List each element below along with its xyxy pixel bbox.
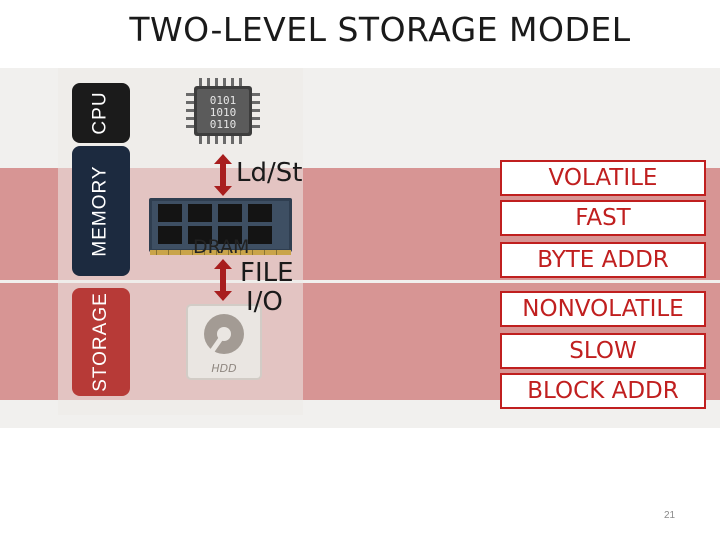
chip-bits-1: 0101 (210, 94, 237, 107)
hdd-icon: HDD (186, 304, 262, 380)
page-number: 21 (664, 510, 676, 521)
storage-property-block-addr: BLOCK ADDR (500, 373, 706, 409)
chip-bits-2: 1010 (210, 106, 237, 119)
storage-label-text: STORAGE (90, 292, 111, 392)
page-title: TWO-LEVEL STORAGE MODEL (129, 10, 631, 49)
io-label: I/O (246, 287, 283, 317)
load-store-label: Ld/St (236, 158, 303, 188)
memory-property-byte-addr: BYTE ADDR (500, 242, 706, 278)
memory-level-label: MEMORY (72, 146, 130, 276)
memory-property-fast: FAST (500, 200, 706, 236)
memory-label-text: MEMORY (90, 165, 112, 257)
file-label: FILE (240, 258, 294, 288)
memory-property-volatile: VOLATILE (500, 160, 706, 196)
dram-label: DRAM (193, 236, 250, 258)
cpu-chip-icon: 0101 1010 0110 (186, 78, 260, 144)
dram-module-icon (149, 198, 292, 255)
ldst-arrow-icon (214, 154, 232, 196)
storage-property-nonvolatile: NONVOLATILE (500, 291, 706, 327)
cpu-label-text: CPU (90, 91, 111, 135)
storage-property-slow: SLOW (500, 333, 706, 369)
hdd-label: HDD (211, 362, 236, 375)
storage-level-label: STORAGE (72, 288, 130, 396)
file-io-arrow-icon (214, 259, 232, 301)
cpu-level-label: CPU (72, 83, 130, 143)
chip-bits-3: 0110 (210, 118, 237, 131)
